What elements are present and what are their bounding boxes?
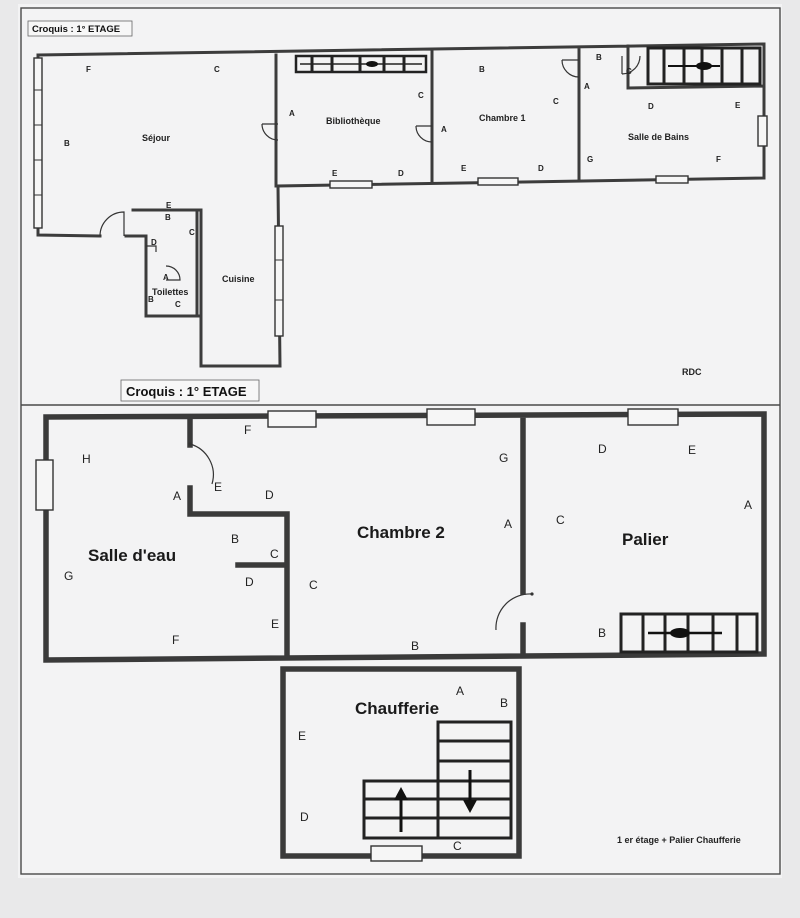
wall-letter: G — [499, 451, 508, 465]
wall-letter: E — [735, 101, 741, 110]
wall-letter: C — [453, 839, 462, 853]
wall-letter: B — [231, 532, 239, 546]
room-label-bibliotheque: Bibliothèque — [326, 116, 381, 126]
wall-letter: E — [271, 617, 279, 631]
wall-letter: F — [716, 155, 721, 164]
page-frame — [20, 7, 781, 875]
ground-floor-wall-letters: F C B A C E D B C A E D B C A D E G F E … — [64, 53, 741, 309]
room-label-toilettes: Toilettes — [152, 287, 188, 297]
wall-letter: D — [398, 169, 404, 178]
wall-letter: C — [418, 91, 424, 100]
wall-letter: A — [504, 517, 512, 531]
wall-letter: D — [265, 488, 274, 502]
wall-letter: D — [245, 575, 254, 589]
wall-letter: A — [289, 109, 295, 118]
bibliotheque-window-band — [294, 54, 428, 74]
wall-letter: A — [173, 489, 181, 503]
first-floor-doors — [188, 442, 534, 631]
first-floor-header-box — [120, 379, 260, 402]
ground-floor-plan: Croquis : 1° ETAGE — [27, 20, 768, 377]
ground-floor-header: Croquis : 1° ETAGE — [32, 24, 120, 35]
wall-letter: D — [151, 238, 157, 247]
wall-letter: B — [500, 696, 508, 710]
wall-letter: C — [309, 578, 318, 592]
wall-letter: D — [598, 442, 607, 456]
room-label-salle-eau: Salle d'eau — [88, 546, 176, 565]
paper — [18, 4, 782, 878]
wall-letter: C — [270, 547, 279, 561]
wall-letter: F — [244, 423, 251, 437]
wall-letter: E — [688, 443, 696, 457]
wall-letter: A — [744, 498, 752, 512]
first-floor-walls — [43, 411, 767, 663]
wall-letter: E — [332, 169, 338, 178]
wall-letter: A — [584, 82, 590, 91]
wall-letter: B — [148, 295, 154, 304]
wall-letter: B — [165, 213, 171, 222]
wall-letter: D — [538, 164, 544, 173]
chaufferie-staircase — [362, 720, 513, 840]
wall-letter: C — [175, 300, 181, 309]
wall-letter: B — [64, 139, 70, 148]
first-floor-plan: Croquis : 1° ETAGE — [35, 379, 767, 862]
wall-letter: G — [587, 155, 593, 164]
room-label-palier: Palier — [622, 530, 669, 549]
wall-letter: C — [214, 65, 220, 74]
wall-letter: A — [456, 684, 464, 698]
wall-letter: D — [300, 810, 309, 824]
ground-floor-staircase — [646, 46, 762, 86]
wall-letter: E — [298, 729, 306, 743]
room-label-chambre-2: Chambre 2 — [357, 523, 445, 542]
chaufferie-window — [370, 845, 423, 862]
first-floor-header: Croquis : 1° ETAGE — [126, 384, 247, 399]
wall-letter: C — [626, 67, 632, 76]
wall-letter: B — [596, 53, 602, 62]
first-floor-wall-letters: H A G F B D F E D G A C C E B D E C A B — [64, 423, 752, 653]
ground-floor-header-box — [27, 20, 133, 37]
first-floor-note: 1 er étage + Palier Chaufferie — [617, 835, 741, 845]
wall-letter: E — [214, 480, 222, 494]
wall-letter: F — [172, 633, 179, 647]
wall-letter: C — [189, 228, 195, 237]
ground-floor-note: RDC — [682, 367, 702, 377]
wall-letter: A — [163, 273, 169, 282]
wall-letter: G — [64, 569, 73, 583]
room-label-salle-de-bains: Salle de Bains — [628, 132, 689, 142]
wall-letter: A — [441, 125, 447, 134]
first-floor-staircase — [619, 612, 759, 654]
chaufferie-room: Chaufferie A B E D C — [280, 666, 522, 862]
wall-letter: B — [479, 65, 485, 74]
wall-letter: H — [82, 452, 91, 466]
ground-floor-windows — [33, 57, 768, 337]
wall-letter: E — [166, 201, 172, 210]
wall-letter: B — [598, 626, 606, 640]
wall-letter: B — [411, 639, 419, 653]
wall-letter: E — [461, 164, 467, 173]
room-label-sejour: Séjour — [142, 133, 171, 143]
wall-letter: F — [86, 65, 91, 74]
wall-letter: D — [648, 102, 654, 111]
wall-letter: C — [556, 513, 565, 527]
room-label-chambre-1: Chambre 1 — [479, 113, 526, 123]
room-label-cuisine: Cuisine — [222, 274, 255, 284]
first-floor-windows — [35, 408, 679, 511]
wall-letter: C — [553, 97, 559, 106]
ground-floor-doors — [99, 55, 641, 281]
room-label-chaufferie: Chaufferie — [355, 699, 439, 718]
